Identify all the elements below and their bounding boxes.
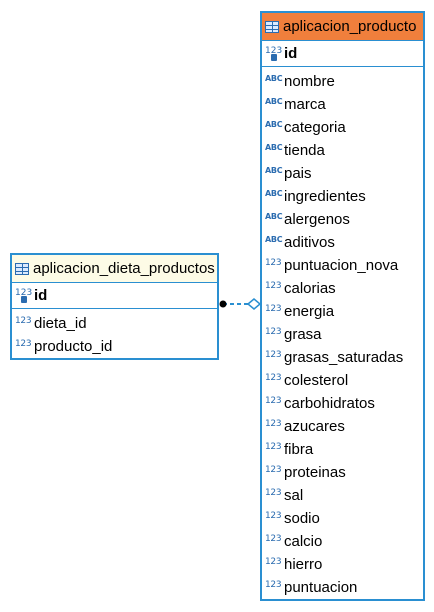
numeric-type-icon: 123: [265, 510, 282, 521]
column-name: alergenos: [284, 211, 350, 228]
column-name: puntuacion_nova: [284, 257, 399, 274]
column-name: id: [284, 45, 298, 62]
column-name: marca: [284, 96, 326, 113]
text-type-icon: ABC: [265, 74, 283, 83]
column-name: colesterol: [284, 372, 349, 389]
numeric-type-icon: 123: [265, 556, 282, 567]
numeric-type-icon: 123: [265, 395, 282, 406]
table-icon: [15, 262, 29, 275]
numeric-type-icon: 123: [265, 579, 282, 590]
text-type-icon: ABC: [265, 97, 283, 106]
column-name: calorias: [284, 280, 336, 297]
column-name: id: [34, 287, 48, 304]
column-name: producto_id: [34, 338, 113, 355]
entity-title: aplicacion_producto: [283, 18, 417, 35]
numeric-type-icon: 123: [265, 441, 282, 452]
entity-header[interactable]: aplicacion_producto: [262, 13, 423, 41]
column-name: sal: [284, 487, 304, 504]
numeric-type-icon: 123: [265, 257, 282, 268]
column-name: ingredientes: [284, 188, 366, 205]
numeric-type-icon: 123: [265, 349, 282, 360]
primary-key-icon: 123: [15, 288, 33, 304]
column-name: calcio: [284, 533, 323, 550]
column-name: aditivos: [284, 234, 335, 251]
column-name: grasa: [284, 326, 322, 343]
numeric-type-icon: 123: [265, 464, 282, 475]
numeric-type-icon: 123: [265, 487, 282, 498]
column-name: dieta_id: [34, 315, 87, 332]
entity-title: aplicacion_dieta_productos: [33, 260, 215, 277]
table-icon: [265, 20, 279, 33]
primary-key-row[interactable]: 123 id: [12, 283, 217, 309]
numeric-type-icon: 123: [265, 372, 282, 383]
numeric-type-icon: 123: [15, 315, 32, 326]
many-end-dot-icon: [219, 300, 227, 308]
one-end-diamond-icon: [246, 298, 262, 310]
column-name: azucares: [284, 418, 345, 435]
column-name: fibra: [284, 441, 314, 458]
numeric-type-icon: 123: [265, 418, 282, 429]
column-name: categoria: [284, 119, 346, 136]
numeric-type-icon: 123: [265, 303, 282, 314]
text-type-icon: ABC: [265, 166, 283, 175]
column-name: grasas_saturadas: [284, 349, 404, 366]
column-name: nombre: [284, 73, 335, 90]
numeric-type-icon: 123: [15, 338, 32, 349]
column-name: pais: [284, 165, 312, 182]
text-type-icon: ABC: [265, 189, 283, 198]
numeric-type-icon: 123: [265, 280, 282, 291]
column-name: carbohidratos: [284, 395, 375, 412]
numeric-type-icon: 123: [265, 326, 282, 337]
column-name: tienda: [284, 142, 325, 159]
text-type-icon: ABC: [265, 143, 283, 152]
text-type-icon: ABC: [265, 212, 283, 221]
primary-key-row[interactable]: 123 id: [262, 41, 423, 67]
primary-key-icon: 123: [265, 46, 283, 62]
column-name: puntuacion: [284, 579, 358, 596]
text-type-icon: ABC: [265, 235, 283, 244]
entity-header[interactable]: aplicacion_dieta_productos: [12, 255, 217, 283]
column-name: hierro: [284, 556, 323, 573]
column-name: energia: [284, 303, 335, 320]
text-type-icon: ABC: [265, 120, 283, 129]
numeric-type-icon: 123: [265, 533, 282, 544]
column-name: proteinas: [284, 464, 346, 481]
column-name: sodio: [284, 510, 320, 527]
